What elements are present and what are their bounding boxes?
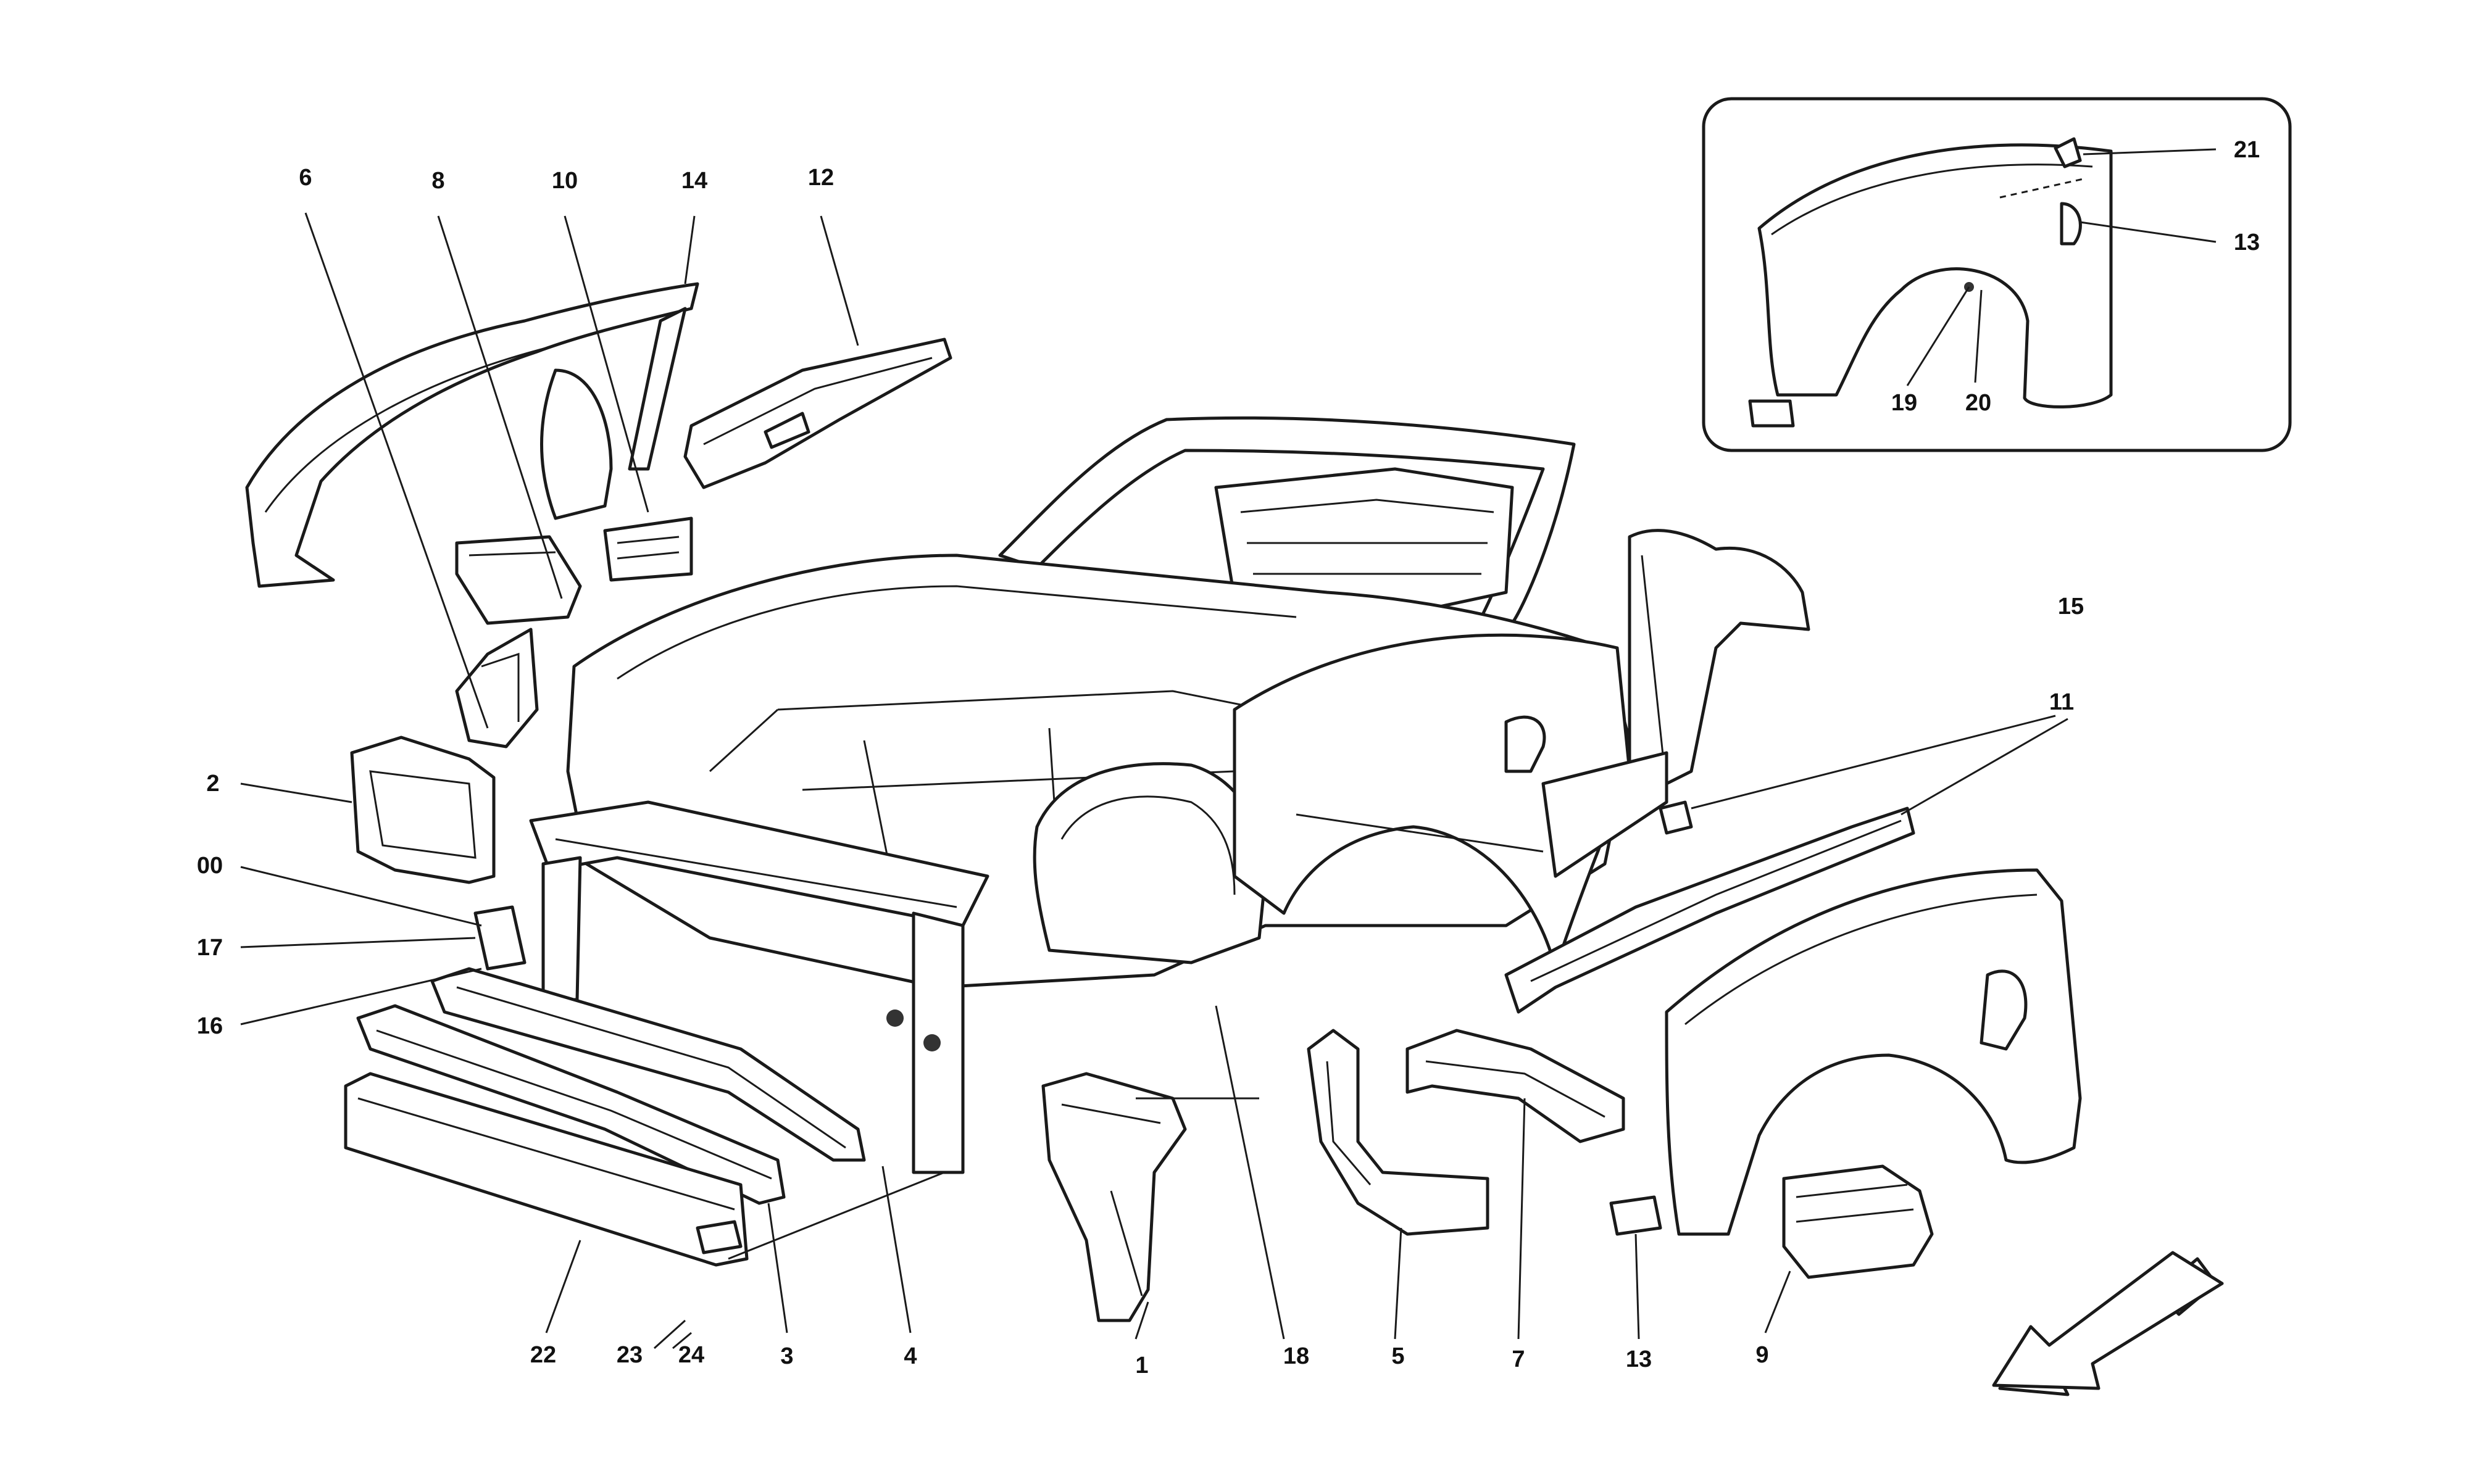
callout-5: 5 — [1391, 1343, 1404, 1369]
part-7-bracket — [1405, 1029, 1625, 1143]
callout-18: 18 — [1283, 1343, 1309, 1369]
part-15-clip — [1659, 800, 1693, 835]
callout-20: 20 — [1965, 390, 1991, 416]
callout-15: 15 — [2058, 594, 2084, 620]
callout-14: 14 — [681, 168, 707, 194]
part-6-upper-frame — [245, 282, 699, 588]
part-10-bracket — [603, 516, 693, 582]
part-3-beam — [356, 1004, 786, 1205]
callout-labels: 6 8 10 14 12 2 00 17 16 22 23 24 3 4 1 1… — [197, 137, 2260, 1378]
callout-12: 12 — [808, 165, 834, 191]
callout-19: 19 — [1891, 390, 1917, 416]
part-22-bumper-foam — [344, 1072, 749, 1267]
direction-arrow-icon — [1992, 1251, 2224, 1396]
wheel-arch-front — [1033, 762, 1267, 964]
side-body-panel — [1233, 633, 1631, 971]
callout-00: 00 — [197, 853, 223, 879]
callout-16: 16 — [197, 1013, 223, 1039]
callout-9: 9 — [1755, 1342, 1768, 1368]
part-1-bracket — [1041, 1072, 1187, 1322]
callout-4: 4 — [904, 1343, 917, 1369]
part-8-bracket — [455, 535, 582, 625]
front-crossmember — [529, 800, 989, 1174]
callout-2: 2 — [206, 771, 219, 797]
callout-17: 17 — [197, 935, 223, 961]
part-11-beam — [1504, 806, 1915, 1014]
leader-lines — [240, 148, 2217, 1349]
front-fender — [1665, 868, 2082, 1236]
callout-6: 6 — [299, 165, 312, 191]
part-12-panel — [683, 338, 952, 489]
callout-22: 22 — [530, 1342, 556, 1368]
part-9-crash-box — [1782, 1164, 1934, 1279]
part-5-bracket — [1307, 1029, 1489, 1236]
callout-13-lower: 13 — [1626, 1346, 1652, 1372]
callout-10: 10 — [552, 168, 578, 194]
callout-11: 11 — [2049, 689, 2074, 715]
callout-1: 1 — [1135, 1353, 1148, 1378]
part-4-crash-beam — [430, 967, 866, 1162]
callout-8: 8 — [431, 168, 444, 194]
callout-13-inset: 13 — [2234, 230, 2260, 255]
callout-3: 3 — [780, 1343, 793, 1369]
inset-detail-box — [1702, 97, 2292, 452]
part-17-bracket — [473, 905, 527, 971]
side-sill — [1541, 751, 1668, 878]
part-6-lower-bracket — [455, 628, 539, 748]
callout-24: 24 — [678, 1342, 704, 1368]
part-2-radiator-support — [350, 736, 496, 884]
callout-21: 21 — [2234, 137, 2260, 163]
callout-23: 23 — [617, 1342, 643, 1368]
callout-7: 7 — [1512, 1346, 1525, 1372]
rear-quarter — [1628, 529, 1810, 804]
part-13-lower-bracket — [1609, 1195, 1662, 1236]
